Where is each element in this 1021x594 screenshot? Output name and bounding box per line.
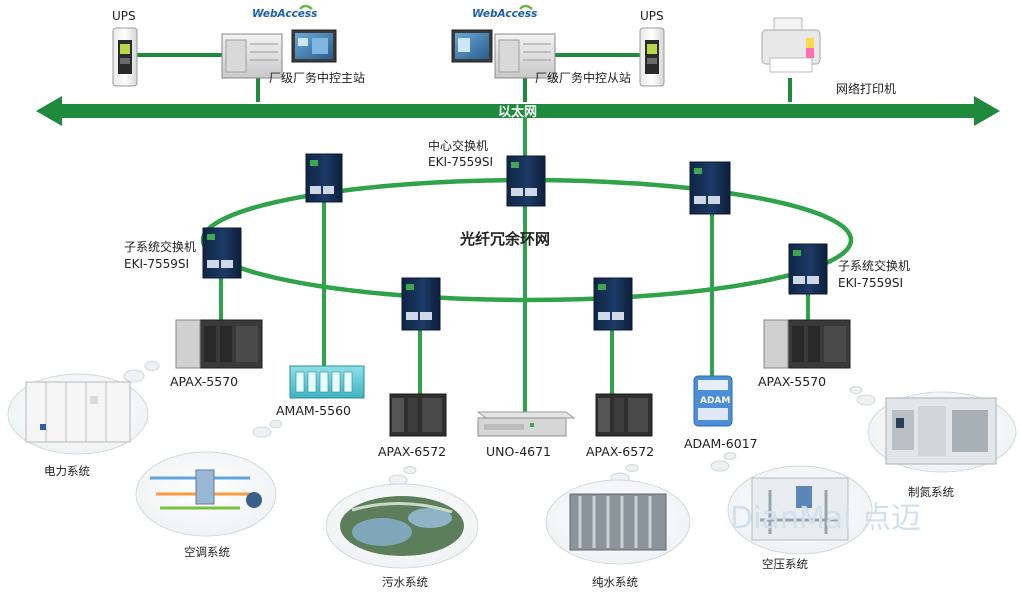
uno4671-device[interactable] — [476, 411, 576, 437]
apax5570-right-label: APAX-5570 — [758, 374, 826, 389]
ups-left-label: UPS — [112, 9, 136, 23]
switch-lower-right[interactable] — [593, 277, 633, 331]
bubble-dots — [123, 361, 876, 486]
purewater-system-label: 纯水系统 — [592, 575, 638, 589]
apax6572-left-label: APAX-6572 — [378, 444, 446, 459]
air-system-label: 空压系统 — [762, 557, 808, 571]
apax5570-left-device[interactable] — [175, 319, 263, 369]
air-system-cloud: 空压系统 — [727, 465, 873, 571]
apax5570-left-label: APAX-5570 — [170, 374, 238, 389]
hvac-system-cloud: 空调系统 — [135, 451, 277, 559]
webaccess-right-text: WebAccess — [472, 8, 537, 20]
ups-right-label: UPS — [640, 9, 664, 23]
network-printer[interactable]: 网络打印机 — [761, 17, 896, 96]
center-switch-label-1: 中心交换机 — [428, 138, 488, 153]
power-system-cloud: 电力系统 — [7, 373, 149, 478]
left-switch-label-2: EKI-7559SI — [124, 257, 189, 271]
apax6572-left-device[interactable] — [389, 393, 447, 437]
webaccess-left-text: WebAccess — [252, 8, 317, 20]
amam5560-label: AMAM-5560 — [276, 403, 351, 418]
switch-upper-right[interactable] — [689, 161, 731, 215]
adam6017-label: ADAM-6017 — [684, 436, 758, 451]
switch-center[interactable] — [506, 155, 546, 207]
sewage-system-label: 污水系统 — [382, 575, 428, 589]
right-switch-label-1: 子系统交换机 — [838, 258, 910, 273]
nitrogen-system-cloud: 制氮系统 — [867, 391, 1017, 499]
ethernet-bus: 以太网 — [36, 96, 1000, 126]
right-switch-label-2: EKI-7559SI — [838, 276, 903, 290]
amam5560-device[interactable] — [289, 365, 365, 399]
uno4671-label: UNO-4671 — [486, 444, 551, 459]
center-switch-label-2: EKI-7559SI — [428, 155, 493, 169]
main-station-label: 厂级厂务中控主站 — [269, 70, 365, 85]
webaccess-logo-right: WebAccess — [472, 4, 537, 20]
webaccess-logo-left: WebAccess — [252, 4, 317, 20]
adam-brand-text: ADAM — [700, 396, 730, 406]
watermark: DianMai 点迈 — [730, 501, 921, 536]
hvac-system-label: 空调系统 — [184, 545, 230, 559]
ups-right: UPS — [639, 9, 665, 87]
switch-right[interactable] — [788, 243, 828, 295]
power-system-label: 电力系统 — [44, 464, 90, 478]
ethernet-label: 以太网 — [498, 104, 537, 120]
ring-label: 光纤冗余环网 — [459, 230, 550, 248]
purewater-system-cloud: 纯水系统 — [545, 479, 691, 589]
device-drops — [219, 118, 810, 412]
switch-left[interactable] — [202, 227, 242, 279]
left-switch-label-1: 子系统交换机 — [124, 239, 196, 254]
printer-label: 网络打印机 — [836, 81, 896, 96]
ups-left: UPS — [112, 9, 138, 87]
main-station-computer[interactable]: 厂级厂务中控主站 — [221, 29, 365, 85]
apax6572-right-label: APAX-6572 — [586, 444, 654, 459]
switch-lower-left[interactable] — [401, 277, 441, 331]
nitrogen-system-label: 制氮系统 — [908, 485, 954, 499]
switch-upper-left[interactable] — [305, 153, 343, 203]
slave-station-computer[interactable]: 厂级厂务中控从站 — [451, 29, 631, 85]
slave-station-label: 厂级厂务中控从站 — [535, 70, 631, 85]
sewage-system-cloud: 污水系统 — [325, 483, 479, 589]
apax5570-right-device[interactable] — [763, 319, 851, 369]
apax6572-right-device[interactable] — [595, 393, 653, 437]
adam6017-device[interactable]: ADAM — [693, 375, 733, 427]
